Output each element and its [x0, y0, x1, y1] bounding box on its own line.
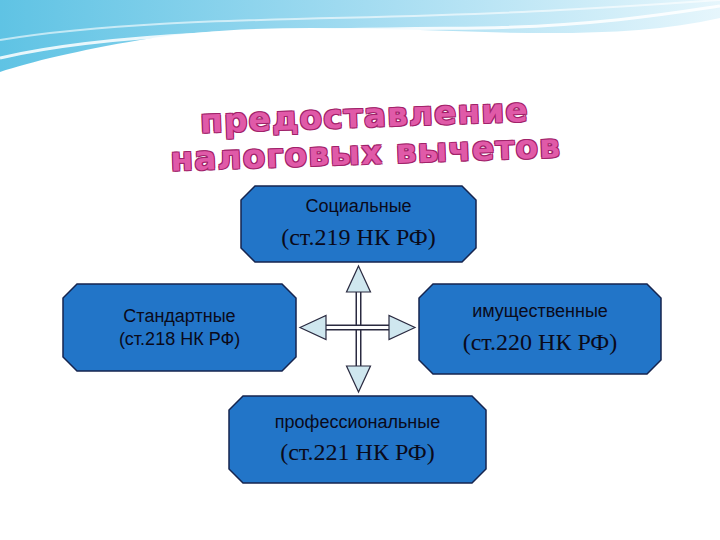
wave-band — [0, 0, 720, 72]
arrow-shaft-outline — [321, 325, 394, 331]
article-reference: (ст.221 НК РФ) — [280, 437, 435, 468]
box-heading: имущественные — [472, 300, 608, 323]
double-arrow — [300, 316, 415, 340]
box-content: профессиональные (ст.221 НК РФ) — [275, 411, 440, 469]
octagon-fill — [229, 396, 486, 483]
wave-line — [0, 0, 720, 40]
box-heading: профессиональные — [275, 411, 440, 434]
box-heading: Стандартные (ст.218 НК РФ) — [95, 305, 265, 350]
octagon-shape — [62, 283, 297, 372]
octagon-box: Социальные (ст.219 НК РФ) — [240, 185, 477, 263]
article-reference: (ст.219 НК РФ) — [281, 222, 436, 253]
box-content: Стандартные (ст.218 НК РФ) — [95, 305, 265, 350]
wave-line — [0, 6, 720, 58]
wordart-title: предоставление налоговых вычетов — [164, 91, 566, 179]
octagon-box: Стандартные (ст.218 НК РФ) — [62, 283, 297, 372]
octagon-box: профессиональные (ст.221 НК РФ) — [228, 395, 487, 484]
arrow-head — [300, 316, 326, 340]
octagon-fill — [63, 284, 296, 371]
octagon-fill — [241, 186, 476, 262]
box-content: Социальные (ст.219 НК РФ) — [281, 195, 436, 253]
arrow-head — [389, 316, 415, 340]
octagon-box: имущественные (ст.220 НК РФ) — [418, 283, 662, 375]
arrow-shaft — [321, 326, 394, 329]
box-content: имущественные (ст.220 НК РФ) — [463, 300, 618, 358]
arrow-head — [347, 266, 371, 292]
arrow-head — [347, 366, 371, 392]
box-heading: Социальные — [305, 195, 411, 218]
article-reference: (ст.220 НК РФ) — [463, 327, 618, 358]
octagon-fill — [419, 284, 661, 374]
